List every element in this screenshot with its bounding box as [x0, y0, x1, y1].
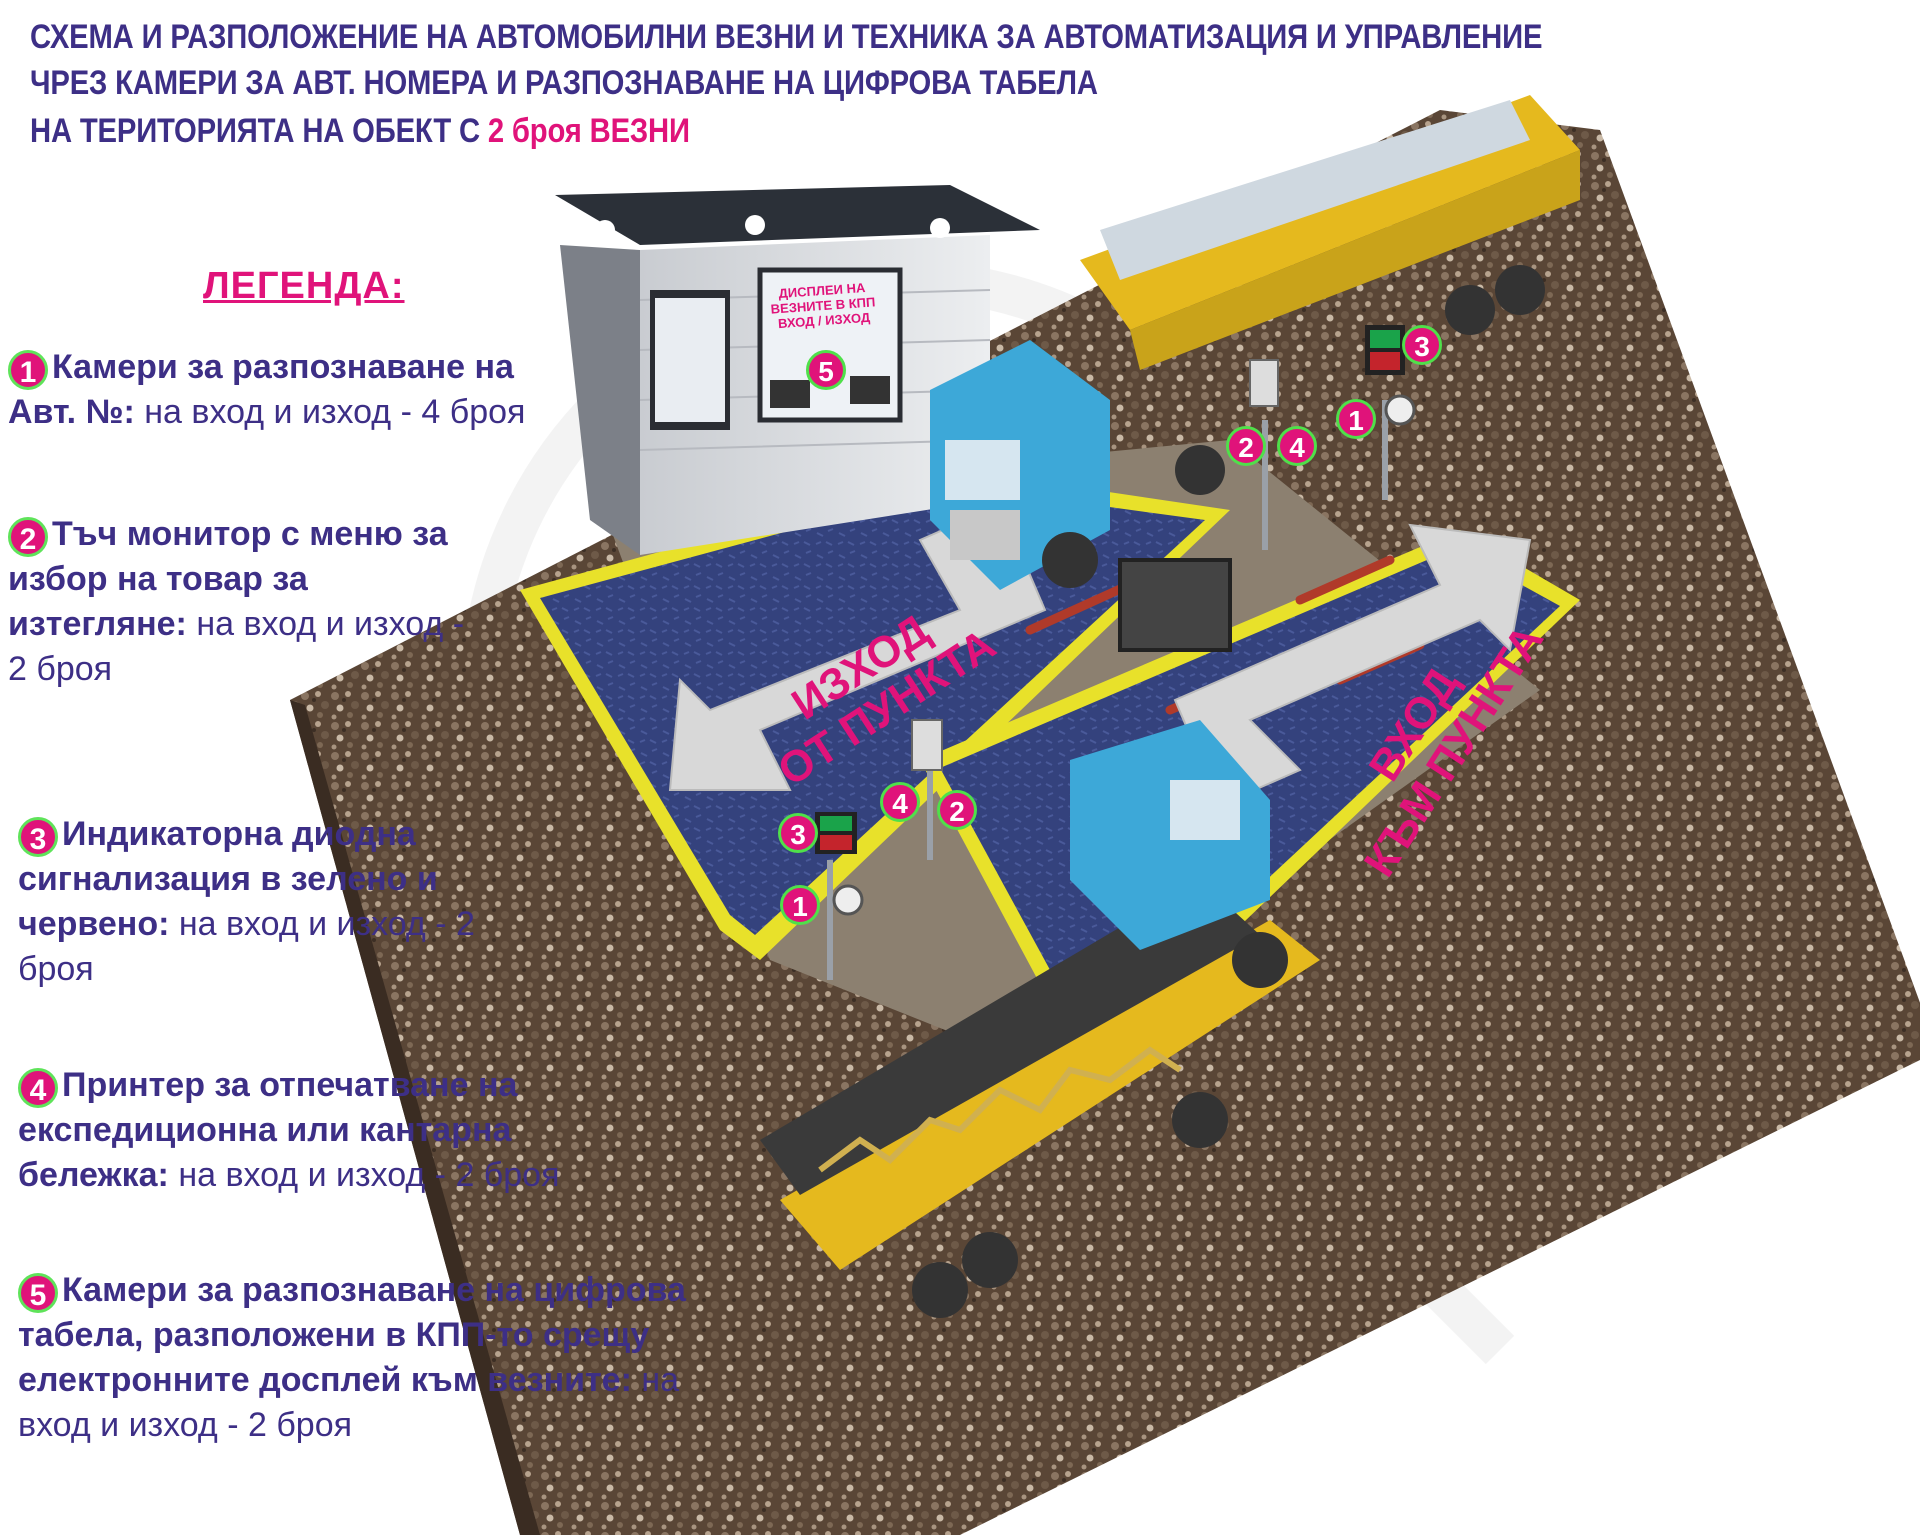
signal-light-entry [1365, 325, 1405, 375]
legend-item-3-bold: Индикаторна диодна сигнализация в зелено… [18, 815, 438, 943]
header-line-3-text: НА ТЕРИТОРИЯТА НА ОБЕКТ С [30, 112, 488, 150]
legend-item-4-rest: на вход и изход - 2 броя [178, 1156, 560, 1194]
header-line-2: ЧРЕЗ КАМЕРИ ЗА АВТ. НОМЕРА И РАЗПОЗНАВАН… [30, 64, 1098, 102]
legend-item-4-bold: Принтер за отпечатване на експедиционна … [18, 1066, 518, 1194]
legend-number-1: 1 [8, 350, 48, 390]
marker-4-exit: 4 [880, 782, 920, 822]
upper-truck [930, 95, 1580, 590]
central-display [1118, 558, 1232, 652]
camera-entry [1384, 394, 1416, 426]
legend-number-4: 4 [18, 1068, 58, 1108]
legend-item-5-rest: на вход и изход - 2 броя [18, 1361, 680, 1444]
header-line-3: НА ТЕРИТОРИЯТА НА ОБЕКТ С 2 броя ВЕЗНИ [30, 112, 690, 151]
touch-monitor-entry [1249, 359, 1279, 407]
camera-exit [832, 884, 864, 916]
marker-1-entry: 1 [1336, 399, 1376, 439]
legend-number-5: 5 [18, 1273, 58, 1313]
legend-item-3-rest: на вход и изход - 2 броя [18, 905, 475, 988]
marker-3-exit: 3 [778, 813, 818, 853]
legend-item-1-bold: Камери за разпознаване на Авт. №: [8, 348, 514, 431]
touch-monitor-exit [911, 719, 943, 771]
legend-item-2-bold: Тъч монитор с меню за избор на товар за … [8, 515, 448, 643]
marker-1-exit: 1 [780, 885, 820, 925]
marker-4-entry: 4 [1277, 426, 1317, 466]
legend-number-3: 3 [18, 817, 58, 857]
legend-item-5-bold: Камери за разпознаване на цифрова табела… [18, 1271, 686, 1399]
control-booth [555, 185, 1040, 555]
marker-2-entry: 2 [1226, 426, 1266, 466]
legend-item-2-rest: на вход и изход - 2 броя [8, 605, 465, 688]
legend-number-2: 2 [8, 517, 48, 557]
kiosk-display-label: ДИСПЛЕИ НА ВЕЗНИТЕ В КПП ВХОД / ИЗХОД [770, 280, 876, 332]
marker-2-exit: 2 [937, 790, 977, 830]
signal-light-exit [815, 812, 857, 854]
marker-5-kiosk: 5 [806, 350, 846, 390]
header-line-1: СХЕМА И РАЗПОЛОЖЕНИЕ НА АВТОМОБИЛНИ ВЕЗН… [30, 18, 1543, 56]
legend-item-1-rest: на вход и изход - 4 броя [144, 393, 526, 431]
lower-truck [760, 720, 1320, 1318]
marker-3-entry: 3 [1402, 325, 1442, 365]
legend-title: ЛЕГЕНДА: [203, 265, 405, 307]
header-line-3-highlight: 2 броя ВЕЗНИ [487, 112, 690, 150]
